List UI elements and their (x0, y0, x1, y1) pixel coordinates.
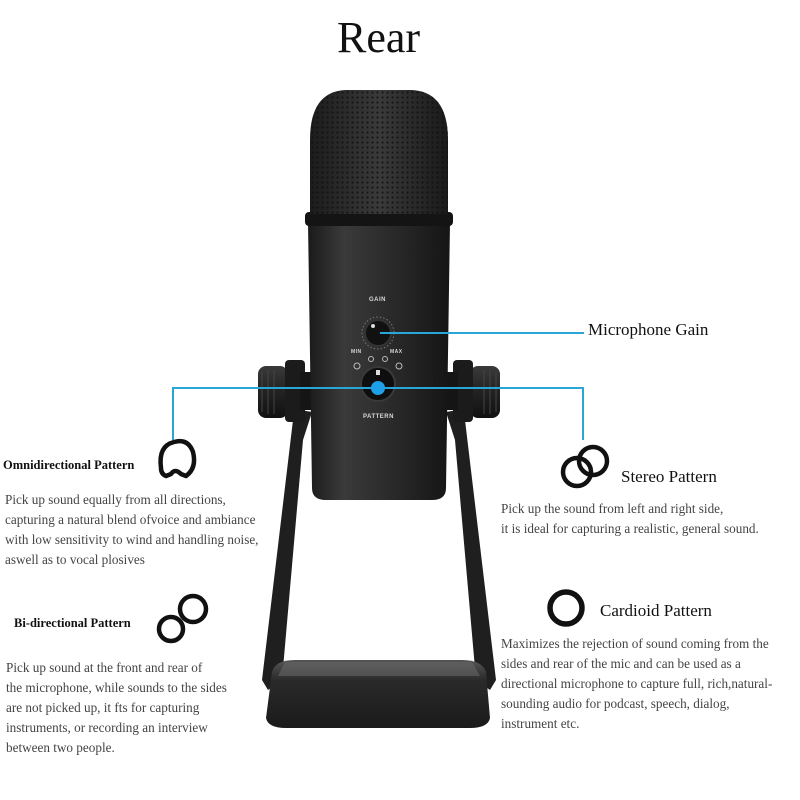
description-line: it is ideal for capturing a realistic, g… (501, 521, 759, 536)
description-line: Pick up sound at the front and rear of (6, 660, 203, 675)
callout-lines (172, 332, 584, 440)
figure-eight-icon (156, 593, 209, 644)
right-mount-knob (446, 360, 500, 422)
microphone-gain-callout: Microphone Gain (588, 320, 709, 339)
description-line: directional microphone to capture full, … (501, 676, 773, 691)
description-line: sounding audio for podcast, speech, dial… (501, 696, 730, 711)
bidirectional-title: Bi-directional Pattern (14, 616, 131, 630)
description-line: instrument etc. (501, 716, 580, 731)
gain-max-label: MAX (390, 349, 403, 355)
stand (262, 410, 496, 728)
bidirectional-description: Pick up sound at the front and rear of t… (6, 658, 227, 758)
stereo-rings-icon (560, 444, 610, 489)
omnidirectional-icon (158, 438, 197, 479)
microphone-grille (310, 90, 448, 214)
left-mount-knob (258, 360, 312, 422)
description-line: are not picked up, it fts for capturing (6, 700, 200, 715)
description-line: aswell as to vocal plosives (5, 552, 145, 567)
cardioid-ring-icon (547, 589, 585, 627)
cardioid-title: Cardioid Pattern (600, 601, 712, 620)
description-line: Maximizes the rejection of sound coming … (501, 636, 769, 651)
gain-min-label: MIN (351, 349, 362, 355)
description-line: with low sensitivity to wind and handlin… (5, 532, 259, 547)
description-line: Pick up the sound from left and right si… (501, 501, 724, 516)
stereo-description: Pick up the sound from left and right si… (501, 499, 759, 539)
gain-label: GAIN (369, 297, 386, 303)
description-line: Pick up sound equally from all direction… (5, 492, 226, 507)
microphone-body (305, 212, 453, 500)
pattern-label: PATTERN (363, 414, 394, 420)
pattern-indicator-leds (353, 356, 403, 370)
omnidirectional-description: Pick up sound equally from all direction… (5, 490, 258, 570)
description-line: capturing a natural blend ofvoice and am… (5, 512, 256, 527)
description-line: the microphone, while sounds to the side… (6, 680, 227, 695)
description-line: between two people. (6, 740, 115, 755)
stereo-title: Stereo Pattern (621, 467, 717, 486)
omnidirectional-title: Omnidirectional Pattern (3, 458, 135, 472)
page-title: Rear (336, 13, 421, 62)
description-line: sides and rear of the mic and can be use… (501, 656, 741, 671)
cardioid-description: Maximizes the rejection of sound coming … (501, 634, 772, 734)
description-line: instruments, or recording an interview (6, 720, 208, 735)
